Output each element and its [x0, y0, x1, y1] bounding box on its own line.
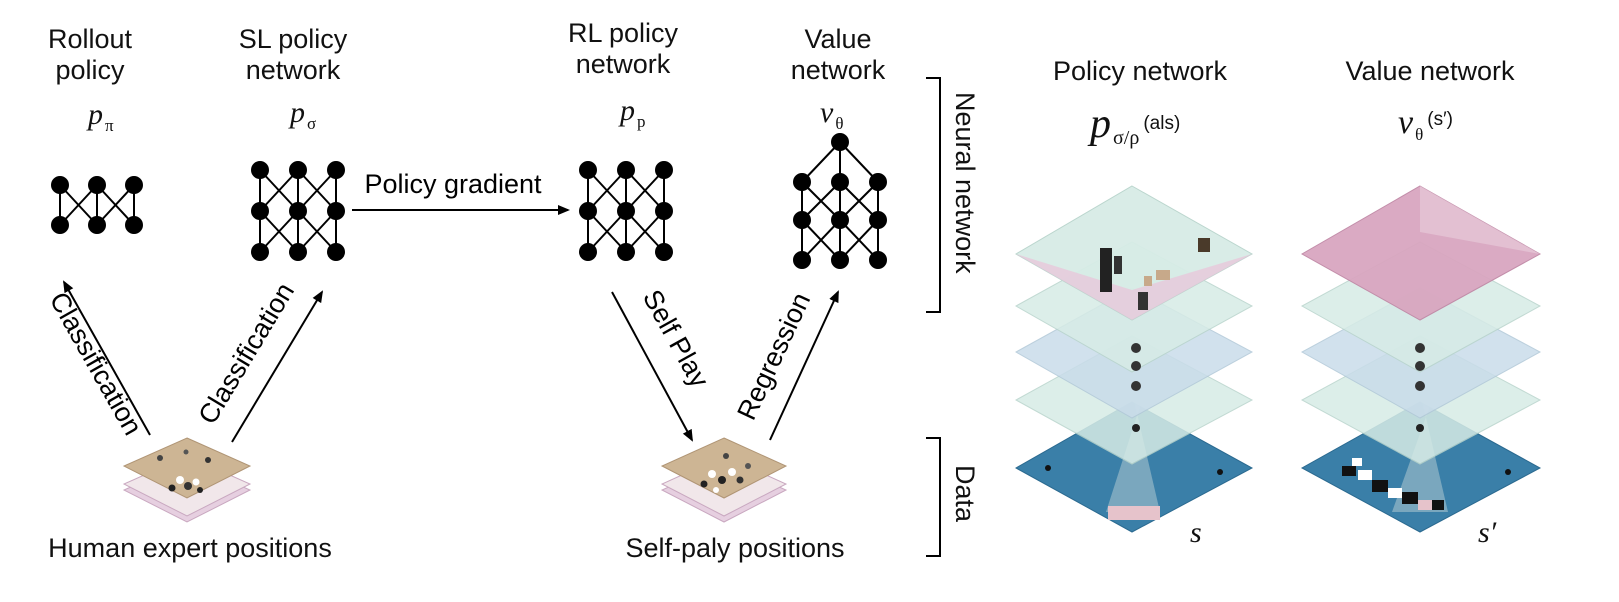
value-network-argument: (s′): [1427, 109, 1453, 130]
sl-subscript: σ: [307, 114, 317, 133]
regression-label: Regression: [731, 288, 816, 424]
classification-right-label: Classification: [192, 277, 300, 429]
rollout-network-icon: [51, 176, 143, 234]
value-subscript: θ: [835, 114, 844, 133]
value-network-subscript: θ: [1415, 125, 1424, 144]
data-bracket: [926, 437, 941, 557]
human-positions-board-stack: [122, 437, 252, 523]
classification-right-arrow: [231, 290, 324, 443]
classification-left-arrow: [63, 280, 151, 436]
rl-title: RL policy network: [558, 18, 688, 80]
self-play-positions-label: Self-paly positions: [625, 533, 845, 563]
value-title: Value network: [778, 24, 898, 86]
policy-network-subscript: σ/ρ: [1113, 127, 1140, 149]
self-play-label: Self Play: [637, 285, 715, 393]
rollout-title-line1: Rollout: [47, 24, 133, 54]
state-s-prime-label: s′: [1478, 516, 1497, 549]
rl-subscript: p: [637, 112, 646, 131]
value-network-3d-stack: [1300, 185, 1542, 533]
policy-network-argument: (als): [1143, 113, 1181, 134]
rollout-title: Rollout policy: [30, 24, 150, 86]
sl-title-line2: network: [245, 55, 341, 85]
rl-title-line1: RL policy: [567, 18, 679, 48]
sl-network-icon: [251, 161, 345, 261]
classification-left-label: Classification: [44, 287, 148, 440]
rl-title-line2: network: [575, 49, 671, 79]
self-play-arrow: [611, 291, 693, 442]
policy-network-title: Policy network: [1052, 56, 1228, 86]
value-title-line1: Value: [804, 24, 872, 54]
sl-title-line1: SL policy: [238, 24, 348, 54]
value-title-line2: network: [790, 55, 886, 85]
self-play-board-stack: [660, 437, 788, 523]
sl-title: SL policy network: [228, 24, 358, 86]
rl-network-icon: [579, 161, 673, 261]
state-s-label: s: [1190, 516, 1202, 549]
rollout-subscript: π: [105, 116, 114, 135]
policy-network-3d-stack: [1014, 185, 1254, 533]
rollout-title-line2: policy: [55, 55, 125, 85]
regression-arrow: [769, 290, 839, 441]
neural-network-bracket: [926, 77, 941, 313]
value-network-icon: [793, 133, 887, 269]
policy-gradient-label: Policy gradient: [364, 169, 542, 199]
value-network-title: Value network: [1345, 56, 1515, 86]
human-positions-label: Human expert positions: [48, 533, 332, 563]
